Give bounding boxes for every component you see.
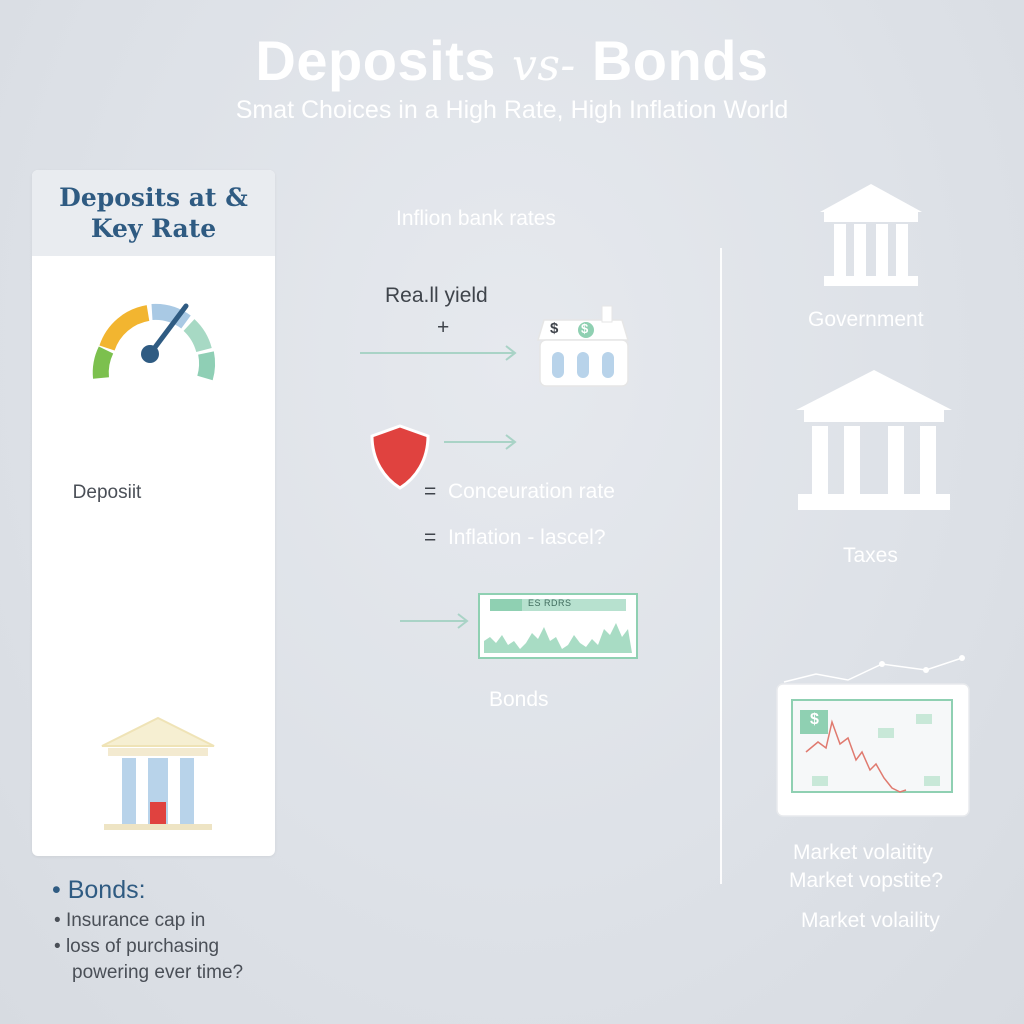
- government-label: Government: [808, 308, 924, 331]
- bonds-notes-title: • Bonds:: [52, 876, 146, 905]
- deposits-panel-heading: Deposits at & Key Rate: [32, 170, 275, 256]
- bond-certificate-icon: [478, 593, 638, 659]
- title-deposits: Deposits: [255, 29, 496, 92]
- inflation-label: Inflation - lascel?: [447, 526, 606, 549]
- page-title: Deposits vs- Bonds: [0, 28, 1024, 93]
- bonds-note-2: • loss of purchasing: [54, 936, 220, 957]
- arrow-icon-2: [444, 434, 517, 450]
- panel-heading-line1: Deposits at &: [59, 183, 248, 212]
- arrow-icon-3: [400, 613, 469, 629]
- title-vs: vs-: [511, 40, 576, 91]
- taxes-label: Taxes: [843, 544, 898, 567]
- inflation-bank-rates-label: Inflion bank rates: [396, 207, 556, 230]
- concentration-rate-line: = Conceuration rate: [424, 480, 615, 503]
- bank-building-icon: [536, 305, 630, 387]
- chart-dollar-sign: $: [810, 711, 819, 728]
- column-divider: [720, 248, 722, 884]
- inflation-line: = Inflation - lascel?: [424, 526, 606, 549]
- market-volatility-label-1: Market volaitity: [793, 841, 934, 864]
- market-volatility-label-3: Market volaility: [801, 909, 940, 932]
- government-building-icon: [820, 184, 922, 286]
- dollar-sign-1: $: [550, 320, 559, 337]
- bonds-note-3: powering ever time?: [72, 962, 244, 983]
- taxes-building-icon: [796, 370, 952, 510]
- shield-icon: [370, 424, 430, 490]
- bonds-label: Bonds: [489, 688, 549, 711]
- arrow-icon: [360, 345, 517, 361]
- gauge-icon: [92, 303, 216, 381]
- panel-heading-line2: Key Rate: [90, 214, 217, 243]
- dollar-sign-2: $: [581, 321, 589, 336]
- real-yield-label: Rea.ll yield: [385, 284, 488, 307]
- certificate-header-text: ES RDRS: [528, 598, 572, 608]
- bonds-notes-heading: Bonds:: [67, 876, 146, 904]
- bonds-note-1: • Insurance cap in: [54, 910, 206, 931]
- title-bonds: Bonds: [591, 29, 769, 92]
- concentration-rate-label: Conceuration rate: [447, 480, 615, 503]
- deposit-label: Deposiit: [72, 482, 142, 503]
- bullet-dot: •: [52, 876, 61, 904]
- plus-sign: +: [437, 316, 450, 339]
- market-chart-icon: [776, 655, 970, 817]
- market-volatility-label-2: Market vopstite?: [789, 869, 944, 892]
- bank-icon: [101, 716, 215, 830]
- page-subtitle: Smat Choices in a High Rate, High Inflat…: [235, 96, 789, 124]
